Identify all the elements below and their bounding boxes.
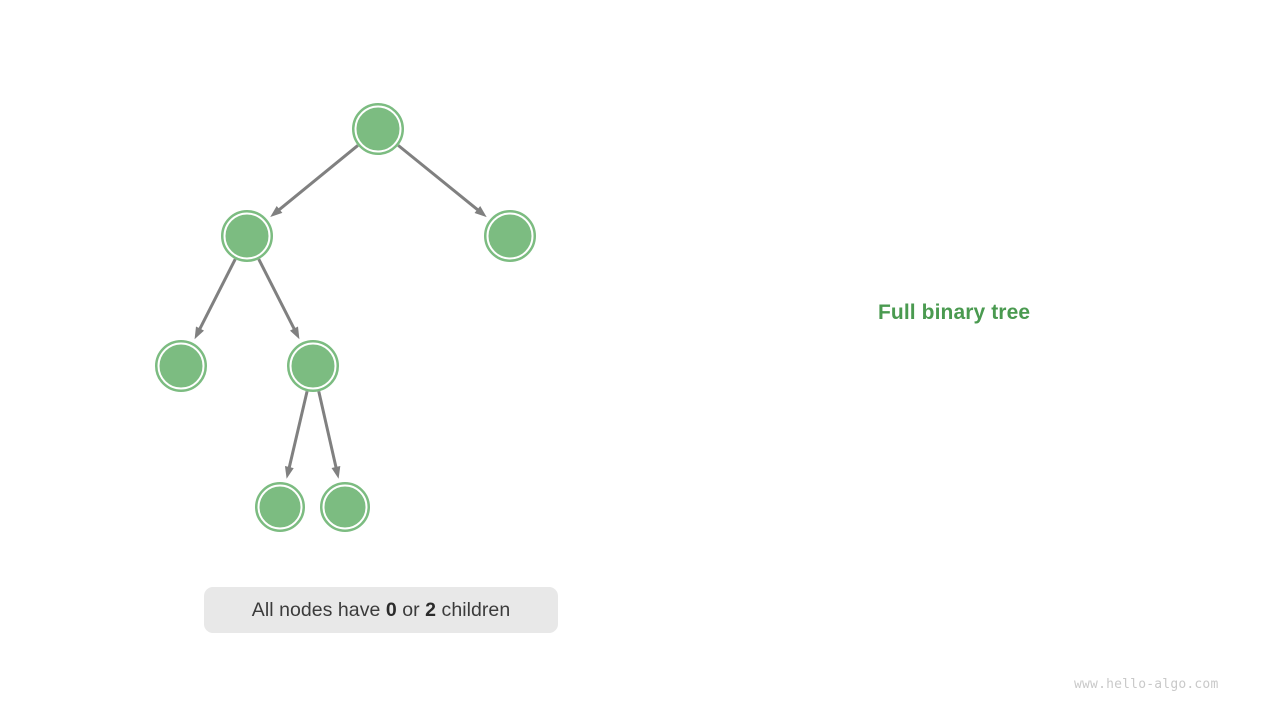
caption-value-a: 0: [385, 598, 397, 621]
edge-l-left-arrowhead: [194, 326, 205, 340]
node-fill: [325, 487, 365, 527]
caption-suffix: children: [436, 598, 511, 621]
node-fill: [292, 345, 334, 387]
edge-root-left: [277, 144, 359, 212]
diagram-title: Full binary tree: [878, 301, 1031, 324]
edge-root-left-arrowhead: [270, 205, 283, 218]
edge-l-right-arrowhead: [289, 326, 300, 340]
node-inner-ring: [486, 212, 534, 260]
edge-lr-right-arrowhead: [331, 466, 341, 479]
node-fill: [489, 215, 531, 257]
caption-prefix: All nodes have: [251, 598, 386, 621]
tree-edges-layer: [194, 144, 487, 479]
node-inner-ring: [223, 212, 271, 260]
tree-node-root[interactable]: [352, 103, 404, 155]
node-fill: [260, 487, 300, 527]
caption-box: All nodes have 0 or 2 children: [204, 587, 558, 633]
tree-node-n-ll[interactable]: [155, 340, 207, 392]
node-inner-ring: [289, 342, 337, 390]
tree-node-n-lrl[interactable]: [255, 482, 305, 532]
tree-node-n-lrr[interactable]: [320, 482, 370, 532]
node-fill: [357, 108, 399, 150]
node-inner-ring: [322, 484, 368, 530]
node-inner-ring: [257, 484, 303, 530]
caption-middle: or: [396, 598, 426, 621]
edge-l-right: [257, 258, 297, 332]
tree-node-n-lr[interactable]: [287, 340, 339, 392]
edge-lr-left-arrowhead: [284, 466, 294, 479]
caption-text: All nodes have 0 or 2 children: [252, 599, 510, 622]
tree-node-n-l[interactable]: [221, 210, 273, 262]
tree-node-n-r[interactable]: [484, 210, 536, 262]
node-inner-ring: [157, 342, 205, 390]
edge-root-right-arrowhead: [474, 206, 487, 218]
caption-value-b: 2: [425, 598, 437, 621]
edge-lr-right: [317, 391, 338, 470]
edge-lr-left: [287, 390, 309, 470]
edge-root-right: [397, 144, 480, 212]
node-fill: [160, 345, 202, 387]
tree-nodes-layer: [155, 103, 536, 532]
edge-l-left: [197, 258, 237, 332]
node-fill: [226, 215, 268, 257]
watermark-url: www.hello-algo.com: [1074, 677, 1219, 692]
node-inner-ring: [354, 105, 402, 153]
